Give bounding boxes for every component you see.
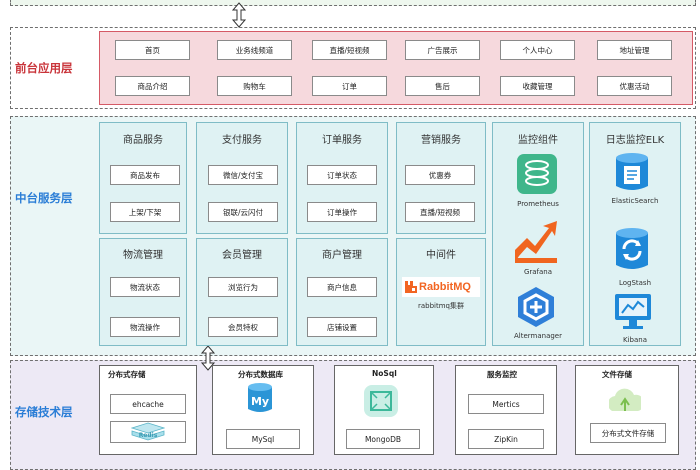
browse-behavior-cell: 浏览行为 bbox=[208, 277, 278, 297]
service-monitor-title: 服务监控 bbox=[487, 370, 517, 379]
pay-service-title: 支付服务 bbox=[222, 135, 262, 146]
rabbitmq-logo-text: RabbitMQ bbox=[419, 281, 471, 293]
front-cell-home: 首页 bbox=[115, 40, 190, 60]
prometheus-caption: Prometheus bbox=[517, 200, 559, 208]
merchant-title: 商户管理 bbox=[322, 250, 362, 261]
coupon-cell: 优惠券 bbox=[405, 165, 475, 185]
mysql-logo-text: My bbox=[251, 395, 269, 408]
kibana-caption: Kibana bbox=[623, 336, 647, 344]
middle-layer-label: 中台服务层 bbox=[15, 191, 73, 205]
goods-service-title: 商品服务 bbox=[123, 135, 163, 146]
member-privilege-cell: 会员特权 bbox=[208, 317, 278, 337]
mongodb-cell: MongoDB bbox=[346, 429, 420, 449]
nosql-title: NoSql bbox=[372, 369, 397, 378]
metrics-cell: Mertics bbox=[468, 394, 544, 414]
rabbitmq-cluster-caption: rabbitmq集群 bbox=[417, 302, 464, 310]
front-cell-address: 地址管理 bbox=[597, 40, 672, 60]
logistics-status-cell: 物流状态 bbox=[110, 277, 180, 297]
rabbitmq-icon bbox=[405, 281, 417, 293]
front-cell-ads: 广告展示 bbox=[405, 40, 480, 60]
distributed-storage-title: 分布式存储 bbox=[108, 370, 146, 379]
marketing-live-cell: 直播/短视频 bbox=[405, 202, 475, 222]
elasticsearch-caption: ElasticSearch bbox=[611, 197, 659, 205]
zipkin-cell: ZipKin bbox=[468, 429, 544, 449]
order-status-cell: 订单状态 bbox=[307, 165, 377, 185]
kibana-icon bbox=[615, 294, 651, 329]
ehcache-cell: ehcache bbox=[110, 394, 186, 414]
front-cell-order: 订单 bbox=[312, 76, 387, 96]
front-cell-aftersale: 售后 bbox=[405, 76, 480, 96]
marketing-service-title: 营销服务 bbox=[421, 135, 461, 146]
mysql-cell: MySql bbox=[226, 429, 300, 449]
goods-shelf-cell: 上架/下架 bbox=[110, 202, 180, 222]
logstash-caption: LogStash bbox=[618, 279, 652, 287]
merchant-info-cell: 商户信息 bbox=[307, 277, 377, 297]
top-layer-band bbox=[10, 0, 696, 6]
front-cell-cart: 购物车 bbox=[217, 76, 292, 96]
front-layer-label: 前台应用层 bbox=[15, 61, 73, 75]
double-arrow-icon bbox=[200, 345, 216, 371]
middleware-title: 中间件 bbox=[426, 250, 456, 261]
file-storage-title: 文件存储 bbox=[602, 370, 632, 379]
front-cell-promotions: 优惠活动 bbox=[597, 76, 672, 96]
grafana-icon bbox=[515, 221, 557, 263]
distributed-file-storage-cell: 分布式文件存储 bbox=[590, 423, 666, 443]
grafana-caption: Grafana bbox=[523, 268, 553, 276]
monitor-components-title: 监控组件 bbox=[518, 135, 558, 146]
front-cell-favorites: 收藏管理 bbox=[500, 76, 575, 96]
pay-unionpay-cell: 银联/云闪付 bbox=[208, 202, 278, 222]
redis-label: Redis bbox=[139, 432, 158, 439]
order-service-title: 订单服务 bbox=[322, 135, 362, 146]
elasticsearch-icon bbox=[616, 153, 648, 190]
order-operation-cell: 订单操作 bbox=[307, 202, 377, 222]
file-storage-icon bbox=[609, 388, 641, 411]
front-application-panel bbox=[99, 31, 693, 105]
distributed-database-title: 分布式数据库 bbox=[238, 370, 283, 379]
redis-icon: Redis bbox=[131, 422, 165, 441]
store-settings-cell: 店铺设置 bbox=[307, 317, 377, 337]
front-cell-profile: 个人中心 bbox=[500, 40, 575, 60]
elk-title: 日志监控ELK bbox=[605, 135, 665, 146]
mongodb-icon bbox=[364, 385, 398, 417]
front-cell-goods-intro: 商品介绍 bbox=[115, 76, 190, 96]
member-title: 会员管理 bbox=[222, 250, 262, 261]
front-cell-channel: 业务线频道 bbox=[217, 40, 292, 60]
mysql-icon: My bbox=[248, 383, 272, 412]
prometheus-icon bbox=[517, 154, 557, 194]
alertmanager-icon bbox=[518, 287, 554, 327]
front-cell-live: 直播/短视频 bbox=[312, 40, 387, 60]
logstash-icon bbox=[616, 228, 648, 269]
double-arrow-icon bbox=[231, 2, 247, 28]
logistics-operation-cell: 物流操作 bbox=[110, 317, 180, 337]
alertmanager-caption: Altermanager bbox=[513, 332, 562, 340]
logistics-title: 物流管理 bbox=[123, 250, 163, 261]
redis-cell: Redis bbox=[110, 421, 186, 443]
storage-layer-label: 存储技术层 bbox=[15, 405, 73, 419]
goods-publish-cell: 商品发布 bbox=[110, 165, 180, 185]
pay-wechat-alipay-cell: 微信/支付宝 bbox=[208, 165, 278, 185]
rabbitmq-logo: RabbitMQ bbox=[402, 277, 480, 297]
